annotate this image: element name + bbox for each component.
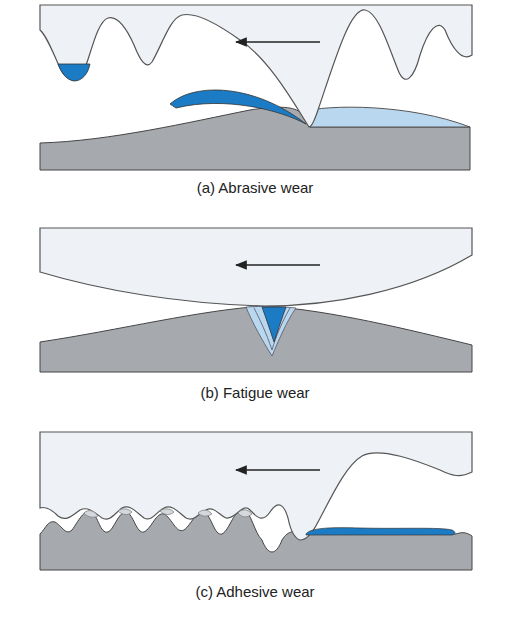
upper-body bbox=[40, 432, 472, 540]
removed-material bbox=[300, 107, 470, 127]
crack-fragment bbox=[262, 307, 286, 342]
crack-zone bbox=[246, 306, 296, 356]
crack-line bbox=[254, 308, 290, 350]
chip bbox=[170, 90, 306, 124]
panel-caption: (b) Fatigue wear bbox=[0, 384, 510, 402]
upper-body bbox=[40, 5, 472, 127]
motion-arrow bbox=[236, 41, 320, 43]
lower-body bbox=[40, 306, 472, 372]
panel-caption: (a) Abrasive wear bbox=[0, 179, 510, 197]
motion-arrow bbox=[236, 264, 320, 266]
upper-body bbox=[40, 228, 472, 306]
motion-arrow bbox=[236, 469, 320, 471]
wear-particle bbox=[58, 64, 90, 81]
transferred-layer bbox=[306, 528, 455, 535]
lower-body bbox=[40, 107, 470, 170]
panel-caption: (c) Adhesive wear bbox=[0, 583, 510, 601]
asperity-overlap bbox=[84, 509, 252, 517]
